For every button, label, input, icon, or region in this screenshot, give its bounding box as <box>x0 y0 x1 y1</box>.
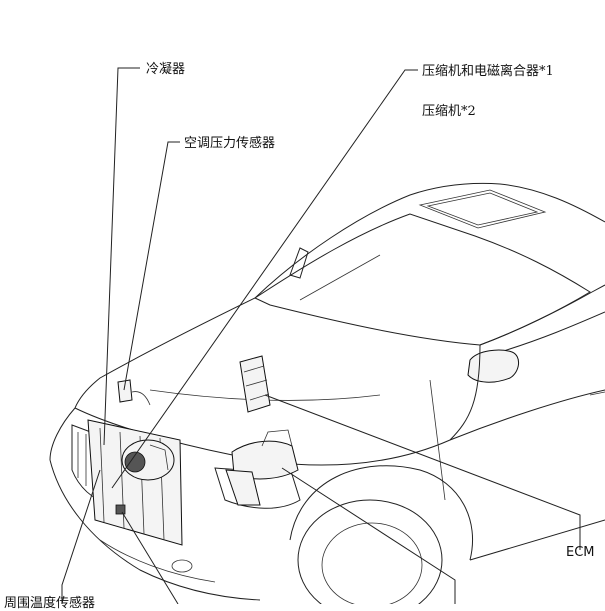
ecm-box <box>240 356 270 412</box>
compressor-clutch-label: 压缩机和电磁离合器*1 <box>422 60 554 79</box>
car-side-window-lower <box>500 312 605 352</box>
ecm-label: ECM <box>566 545 595 560</box>
car-fog-lamp <box>172 560 192 572</box>
ambient-sensor-body <box>116 505 125 514</box>
car-door-line <box>430 380 445 500</box>
compressor-label: 压缩机*2 <box>422 100 476 119</box>
ecm-part <box>240 356 270 412</box>
ambient-temp-sensor-label: 周围温度传感器 <box>4 592 95 611</box>
car-door-handle <box>590 392 605 395</box>
car-windshield <box>255 214 590 345</box>
condenser-part <box>88 420 182 545</box>
ac-pressure-sensor-part <box>118 380 150 405</box>
car-hood <box>75 298 255 408</box>
car-sunroof <box>420 190 545 228</box>
compressor-part <box>122 440 174 480</box>
car-right-mirror <box>468 350 519 382</box>
ambient-temp-sensor-part <box>116 505 125 514</box>
car-sunroof-inner <box>428 193 537 225</box>
car-lower-grille <box>100 540 215 582</box>
leader-air-cleaner <box>282 468 455 604</box>
pressure-sensor-pipe <box>132 392 150 405</box>
car-roof-line <box>255 183 605 298</box>
air-cleaner-part <box>226 430 298 505</box>
car-side-body <box>450 390 605 440</box>
car-body <box>50 183 605 604</box>
car-front-wheel <box>298 500 442 604</box>
leader-ecm <box>265 395 580 550</box>
leader-ac-pressure-sensor <box>124 142 180 390</box>
car-front-fascia <box>50 408 75 460</box>
ac-pressure-sensor-label: 空调压力传感器 <box>184 132 275 151</box>
car-wheel-arch <box>290 466 473 560</box>
car-front-wheel-rim <box>322 523 422 604</box>
condenser-label: 冷凝器 <box>146 58 185 77</box>
